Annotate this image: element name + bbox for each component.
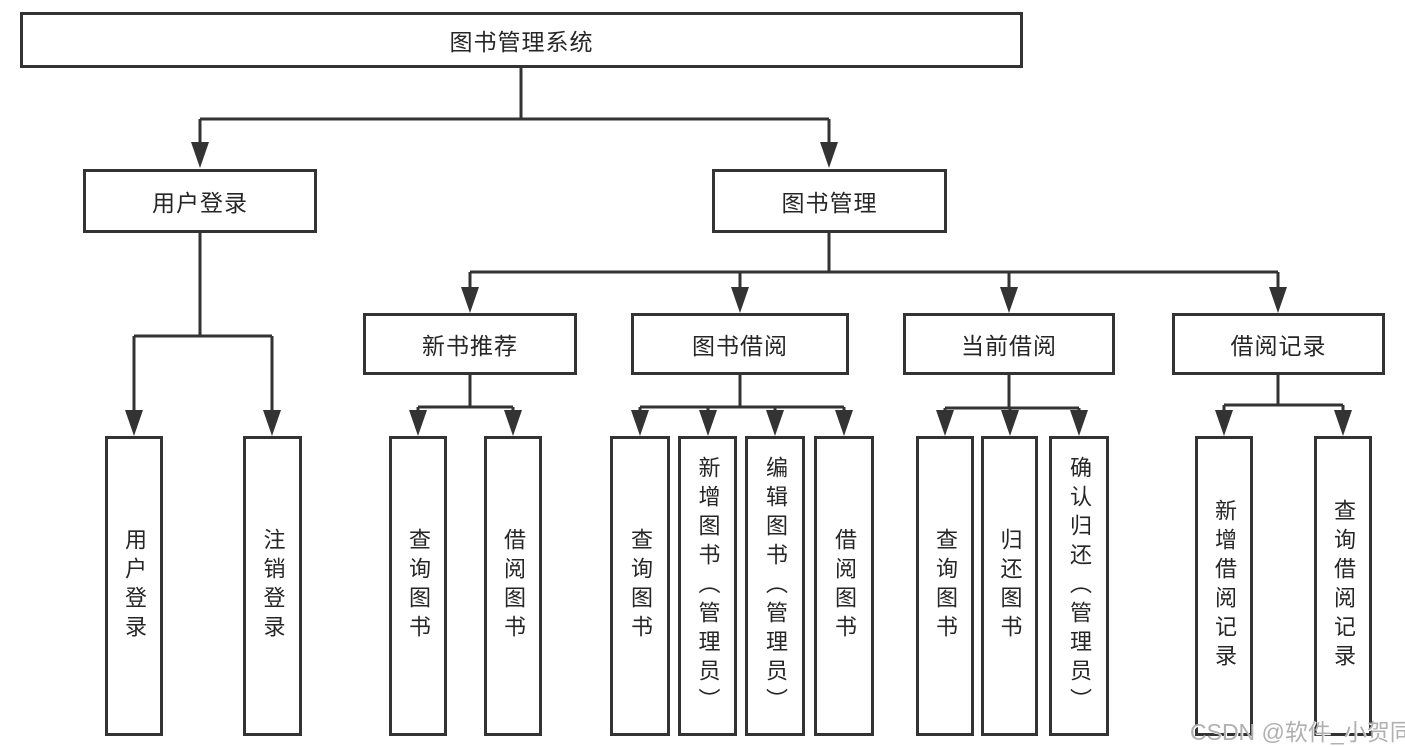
node-bb-query-book: 查询图书	[610, 436, 670, 736]
node-borrow-record: 借阅记录	[1172, 313, 1385, 375]
node-login: 用户登录	[105, 436, 163, 736]
node-user-login: 用户登录	[83, 169, 317, 233]
node-br-query-record: 查询借阅记录	[1314, 436, 1372, 736]
node-nbr-query-book: 查询图书	[389, 436, 447, 736]
node-cb-query-book: 查询图书	[916, 436, 974, 736]
node-logout: 注销登录	[243, 436, 302, 736]
node-cb-confirm-return-admin: 确认归还（管理员）	[1049, 436, 1109, 736]
node-root: 图书管理系统	[20, 12, 1023, 68]
node-bb-borrow-book: 借阅图书	[814, 436, 874, 736]
node-current-borrow: 当前借阅	[903, 313, 1115, 375]
node-br-add-record: 新增借阅记录	[1195, 436, 1253, 736]
node-bb-edit-book-admin: 编辑图书（管理员）	[745, 436, 805, 736]
node-cb-return-book: 归还图书	[981, 436, 1038, 736]
node-nbr-borrow-book: 借阅图书	[484, 436, 542, 736]
arrowheads	[125, 142, 1352, 436]
node-book-borrow: 图书借阅	[631, 313, 849, 375]
node-new-book-rec: 新书推荐	[363, 313, 577, 375]
node-book-mgmt: 图书管理	[712, 169, 947, 233]
csdn-watermark: CSDN @软件_小贺同学	[1190, 719, 1405, 745]
node-bb-add-book-admin: 新增图书（管理员）	[678, 436, 737, 736]
